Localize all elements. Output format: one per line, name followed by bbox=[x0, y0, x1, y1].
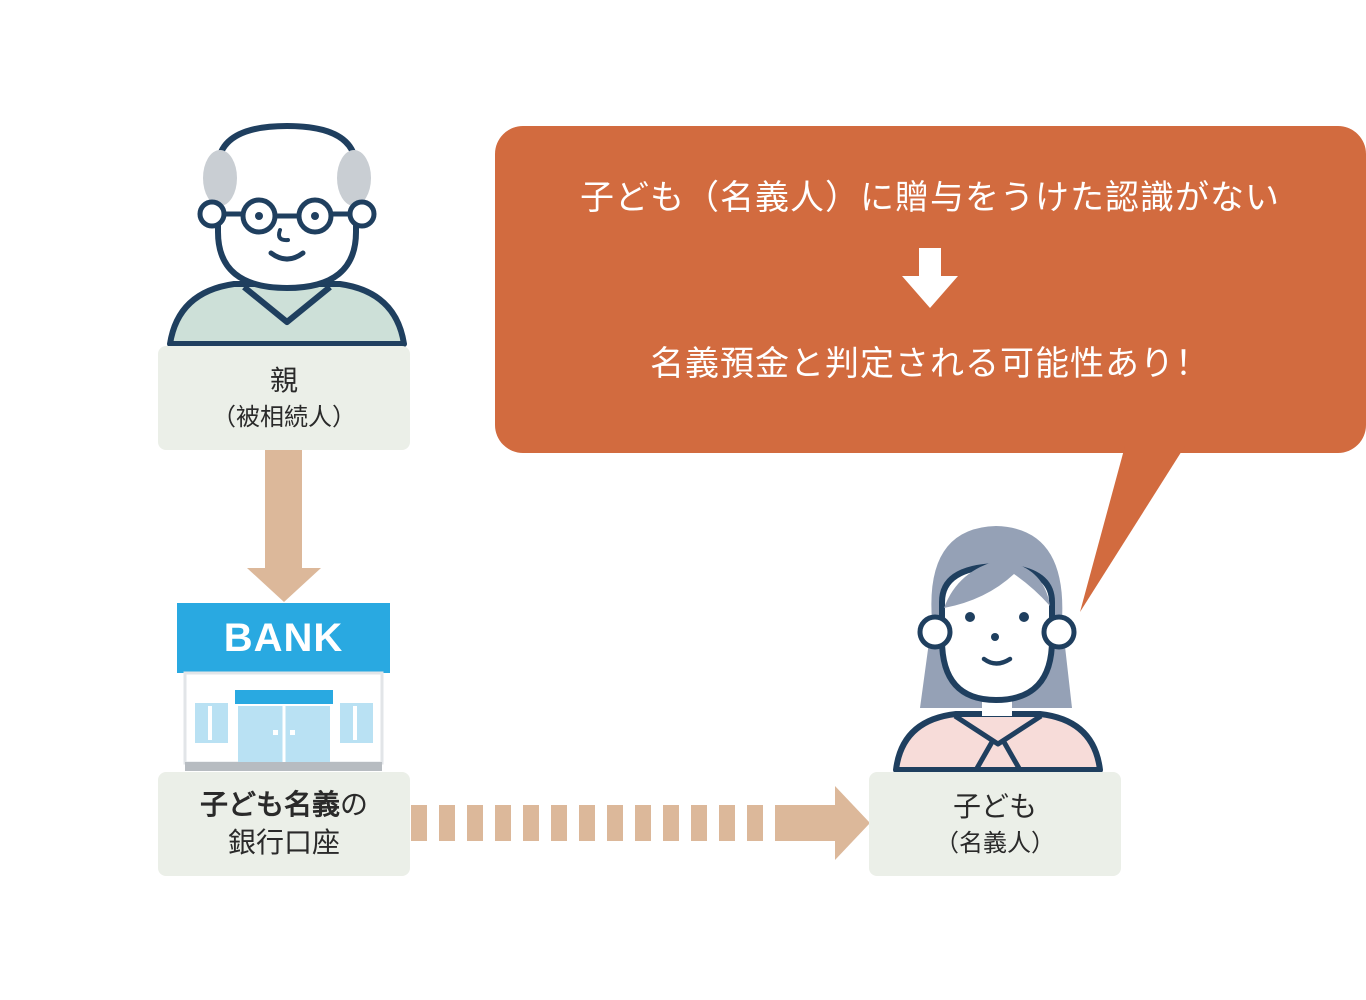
account-particle: の bbox=[340, 788, 369, 821]
child-name: 子ども bbox=[952, 790, 1037, 823]
down-arrow-icon bbox=[902, 248, 958, 308]
parent-name: 親 bbox=[269, 364, 298, 397]
bubble-line-2: 名義預金と判定される可能性あり！ bbox=[650, 344, 1210, 384]
woman-icon bbox=[893, 526, 1103, 773]
parent-role: （被相続人） bbox=[212, 403, 356, 431]
bank-sign-label: BANK bbox=[223, 615, 344, 660]
arrow-parent-to-bank bbox=[247, 450, 321, 602]
child-label-box: 子ども （名義人） bbox=[869, 772, 1121, 876]
parent-label-box: 親 （被相続人） bbox=[158, 346, 410, 450]
account-owner-line: 子ども名義の bbox=[200, 786, 368, 824]
transfer-arrow bbox=[411, 786, 870, 860]
account-type: 銀行口座 bbox=[227, 826, 340, 859]
bubble-line-1: 子ども（名義人）に贈与をうけた認識がない bbox=[580, 178, 1280, 218]
bank-building-icon bbox=[177, 603, 390, 771]
child-role: （名義人） bbox=[935, 829, 1055, 857]
elderly-man-icon bbox=[167, 122, 407, 347]
account-holder: 子ども名義 bbox=[199, 788, 340, 821]
account-label-box: 子ども名義の 銀行口座 bbox=[158, 772, 410, 876]
